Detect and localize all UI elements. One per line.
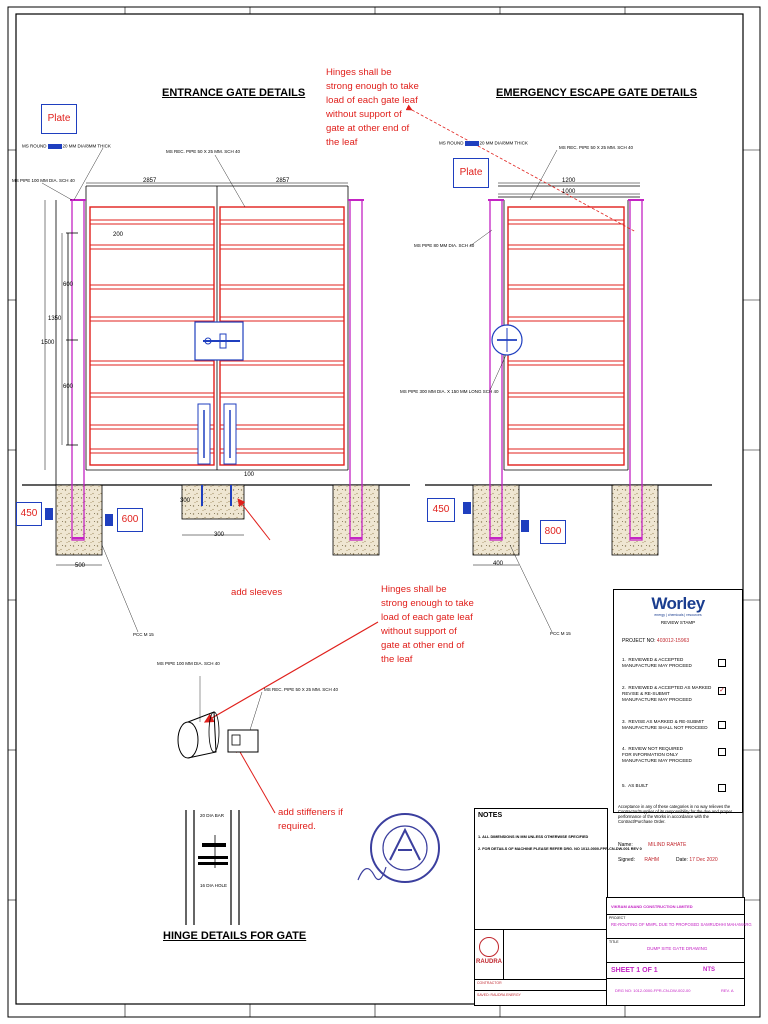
sheet-number: SHEET 1 OF 1 xyxy=(611,967,658,974)
review-stamp: Worley energy | chemicals | resources RE… xyxy=(613,589,743,813)
company-seal xyxy=(357,813,440,883)
hinge-details-title: HINGE DETAILS FOR GATE xyxy=(163,930,307,942)
pcc-label-2: PCC M 15 xyxy=(550,631,571,636)
title-block: VIKRAM ANAND CONSTRUCTION LIMITED PROJEC… xyxy=(606,897,752,1006)
stamp-option-5: 5. AS BUILT xyxy=(622,783,649,788)
dim-300: 300 xyxy=(180,498,191,504)
emergency-gate-title: EMERGENCY ESCAPE GATE DETAILS xyxy=(496,87,698,99)
notes-line-1: 1. ALL DIMENSIONS IN MM UNLESS OTHERWISE… xyxy=(478,835,589,839)
drawing-number: DRG NO: 1012-0000-FPR-CN-DW-002-00 xyxy=(615,988,691,993)
box-450-left: 450 xyxy=(16,502,42,526)
hinge-note-top: Hinges shall be strong enough to take lo… xyxy=(326,67,419,148)
revision: REV. A xyxy=(721,988,734,993)
dim-2857-left: 2857 xyxy=(143,178,157,184)
scale: NTS xyxy=(703,967,715,973)
ms-pipe-100-label-1: MS PIPE 100 MM DIA. SCH 40 xyxy=(12,178,75,183)
worley-tagline: energy | chemicals | resources xyxy=(654,613,702,617)
dim-600-bottom: 600 xyxy=(63,384,74,390)
dim-100: 100 xyxy=(244,472,255,478)
worley-logo: Worley xyxy=(651,594,705,613)
acceptance-text: Acceptance in any of these categories in… xyxy=(618,804,733,824)
stamp-option-4: 4. REVIEW NOT REQUIRED FOR INFORMATION O… xyxy=(622,746,692,763)
box-800: 800 xyxy=(540,520,566,544)
stamp-name: Name: MILIND RAHATE xyxy=(618,842,687,848)
emergency-gate xyxy=(405,104,712,633)
notes-block: NOTES 1. ALL DIMENSIONS IN MM UNLESS OTH… xyxy=(474,808,642,1006)
stamp-option-2: 2. REVIEWED & ACCEPTED AS MARKED REVISE … xyxy=(622,685,712,702)
stamp-checkbox-1[interactable] xyxy=(718,659,726,667)
box-600: 600 xyxy=(117,508,143,532)
dim-500: 500 xyxy=(75,563,86,569)
dim-1000: 1000 xyxy=(562,189,576,195)
dim-400: 400 xyxy=(493,561,504,567)
border-ticks xyxy=(8,7,760,1017)
add-sleeves-note: add sleeves xyxy=(231,587,283,598)
stamp-signed: Signed: RAHM xyxy=(618,857,660,863)
dim-300-base: 300 xyxy=(214,532,225,538)
dim-200: 200 xyxy=(113,232,124,238)
dim-1500: 1500 xyxy=(41,340,55,346)
contractor-name: SAVED: RAUDRA ENERGY xyxy=(477,993,521,997)
project-number: PROJECT NO: 403012-15963 xyxy=(622,638,690,644)
stamp-checkbox-2[interactable]: ✓ xyxy=(718,687,726,695)
ms-rec-pipe-label-3: MS REC. PIPE 50 X 25 MM. SCH 40 xyxy=(264,687,339,692)
client-name: VIKRAM ANAND CONSTRUCTION LIMITED xyxy=(611,904,693,909)
ms-pipe-300-label: MS PIPE 300 MM DIA. X 150 MM LONG SCH 40 xyxy=(400,389,499,394)
dim-1350: 1350 xyxy=(48,316,62,322)
dia-bar-label: 20 DIA BAR xyxy=(200,813,225,818)
plate-label-right: Plate xyxy=(453,158,489,188)
hinge-isometric xyxy=(177,676,263,759)
dia-hole-label: 16 DIA HOLE xyxy=(200,883,228,888)
dim-1200: 1200 xyxy=(562,178,576,184)
ms-pipe-100-label-2: MS PIPE 100 MM DIA. SCH 40 xyxy=(157,661,220,666)
raudra-logo-icon xyxy=(479,937,499,957)
title-label: TITLE xyxy=(609,940,619,944)
plate-label-left: Plate xyxy=(41,104,77,134)
stamp-date: Date: 17 Dec 2020 xyxy=(676,857,718,863)
company-name: RAUDRA xyxy=(476,959,502,965)
contractor-label: CONTRACTOR xyxy=(477,981,502,985)
hinge-section xyxy=(185,810,240,925)
ms-pipe-80-label: MS PIPE 80 MM DIA. SCH 40 xyxy=(414,243,475,248)
ms-rec-pipe-label-2: MS REC. PIPE 50 X 25 MM. SCH 40 xyxy=(559,145,634,150)
drawing-title: DUMP SITE GATE DRAWING xyxy=(647,946,708,951)
notes-header: NOTES xyxy=(478,812,503,819)
review-stamp-label: REVIEW STAMP xyxy=(660,620,696,625)
hinge-note-mid: Hinges shall be strong enough to take lo… xyxy=(381,584,474,665)
stamp-option-1: 1. REVIEWED & ACCEPTED MANUFACTURE MAY P… xyxy=(622,657,692,668)
dim-2857-right: 2857 xyxy=(276,178,290,184)
entrance-gate xyxy=(22,147,410,633)
add-stiffeners-note: add stiffeners if required. xyxy=(278,807,343,832)
stamp-checkbox-4[interactable] xyxy=(718,748,726,756)
stamp-checkbox-5[interactable] xyxy=(718,784,726,792)
entrance-gate-title: ENTRANCE GATE DETAILS xyxy=(162,87,306,99)
pcc-label-1: PCC M 15 xyxy=(133,632,154,637)
ms-rec-pipe-label-1: MS REC. PIPE 50 X 25 MM. SCH 40 xyxy=(166,149,241,154)
company-logo-cell: RAUDRA xyxy=(475,929,504,979)
notes-line-2: 2. FOR DETAILS OF MACHINE PLEASE REFER D… xyxy=(478,847,642,851)
dim-600-top: 600 xyxy=(63,282,74,288)
stamp-checkbox-3[interactable] xyxy=(718,721,726,729)
project-name: RE-ROUTING OF MMPL DUE TO PROPOSED SAMRU… xyxy=(611,922,752,927)
stamp-option-3: 3. REVISE AS MARKED & RE-SUBMIT MANUFACT… xyxy=(622,719,708,730)
box-450-right: 450 xyxy=(427,498,455,522)
project-label: PROJECT xyxy=(609,916,626,920)
